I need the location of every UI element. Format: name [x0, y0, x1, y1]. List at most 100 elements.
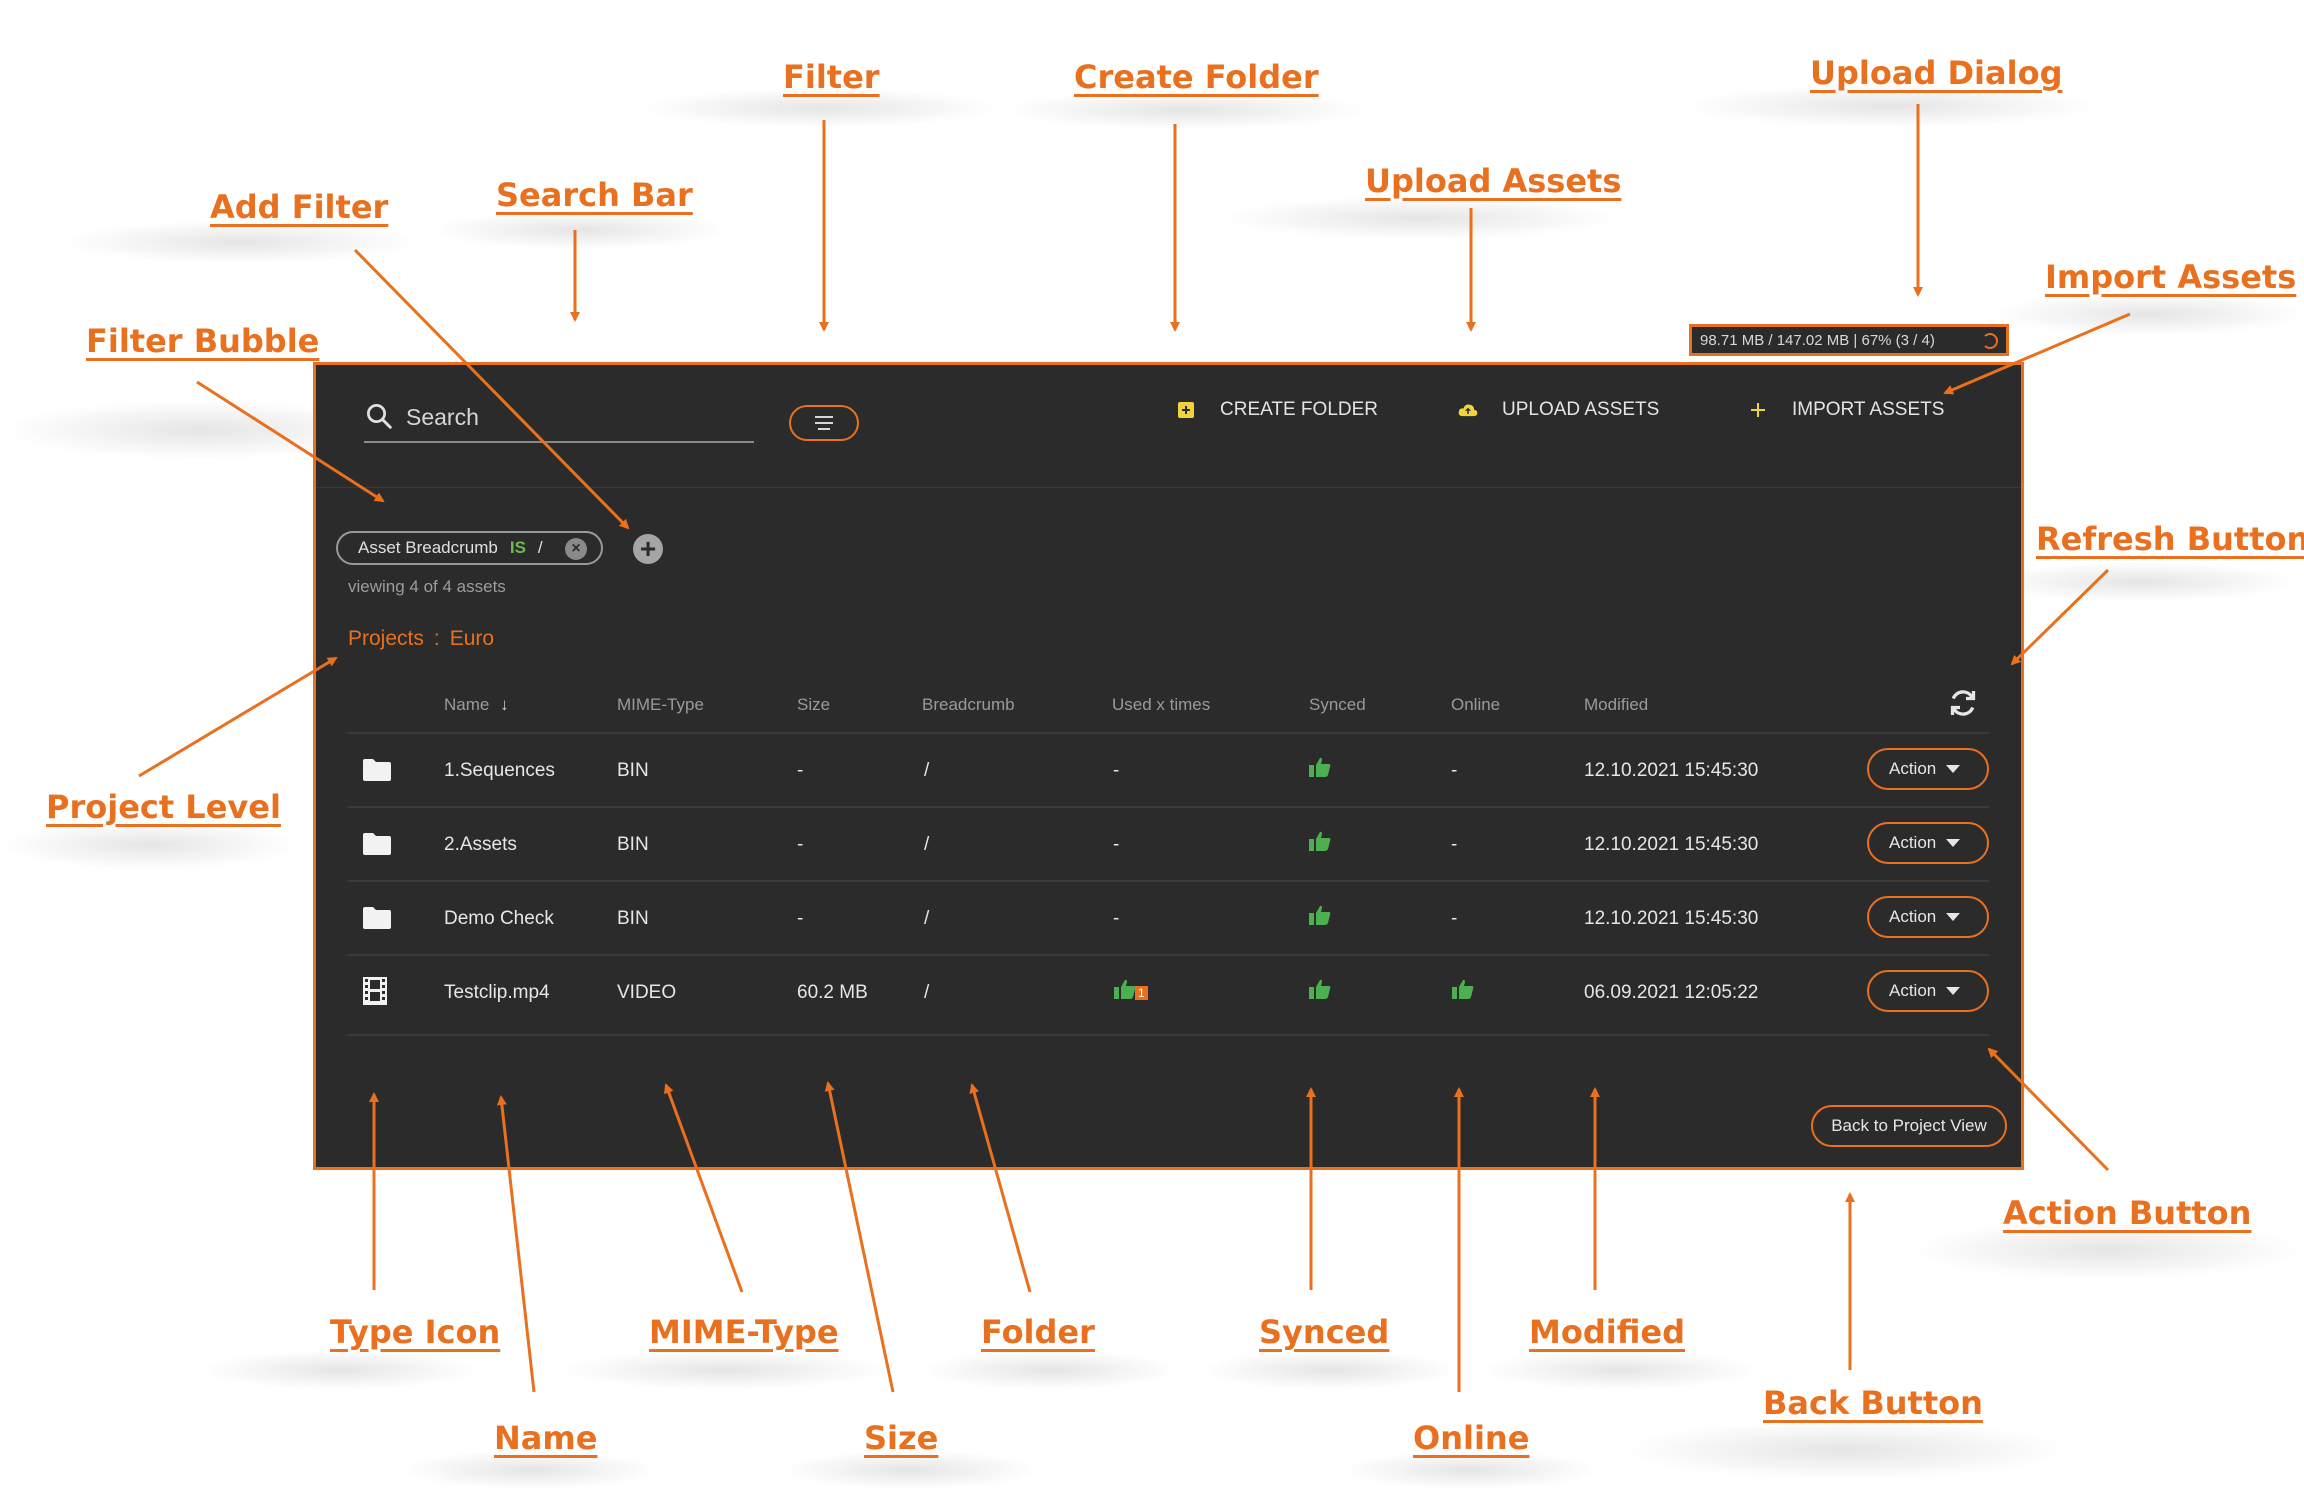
upload-status-text: 98.71 MB / 147.02 MB | 67% (3 / 4) [1700, 331, 1935, 349]
callout-synced: Synced [1259, 1313, 1390, 1351]
asset-used-count: - [1113, 760, 1120, 781]
plus-icon [1748, 400, 1768, 420]
callout-size: Size [864, 1419, 939, 1457]
synced-thumbs-up-icon [1308, 904, 1332, 932]
action-button[interactable]: Action [1867, 748, 1989, 790]
caret-down-icon [1946, 987, 1961, 995]
asset-used-count: 1 [1113, 978, 1148, 1006]
asset-breadcrumb: / [924, 760, 930, 781]
upload-dialog[interactable]: 98.71 MB / 147.02 MB | 67% (3 / 4) [1689, 324, 2009, 356]
caret-down-icon [1946, 839, 1961, 847]
header-name[interactable]: Name ↓ [444, 695, 509, 714]
asset-mime: VIDEO [617, 982, 677, 1003]
back-to-project-view-button[interactable]: Back to Project View [1811, 1105, 2007, 1147]
asset-modified: 12.10.2021 15:45:30 [1584, 834, 1759, 855]
asset-mime: BIN [617, 834, 649, 855]
caret-down-icon [1946, 913, 1961, 921]
online-thumbs-up-icon [1451, 978, 1475, 1006]
folder-icon [362, 758, 392, 788]
header-modified[interactable]: Modified [1584, 695, 1649, 714]
action-label: Action [1889, 759, 1937, 778]
callout-action-button: Action Button [2003, 1194, 2252, 1232]
action-button[interactable]: Action [1867, 896, 1989, 938]
asset-size: - [797, 760, 804, 781]
add-filter-button[interactable]: + [633, 534, 663, 564]
search-bar[interactable] [364, 391, 754, 443]
asset-breadcrumb: / [924, 834, 930, 855]
asset-browser-panel: CREATE FOLDER UPLOAD ASSETS IMPORT ASSET… [313, 362, 2024, 1170]
asset-online: - [1451, 760, 1458, 781]
create-folder-label: CREATE FOLDER [1220, 399, 1379, 420]
breadcrumb-separator: : [433, 627, 440, 650]
header-mime[interactable]: MIME-Type [617, 695, 704, 714]
action-button[interactable]: Action [1867, 822, 1989, 864]
header-breadcrumb[interactable]: Breadcrumb [922, 695, 1015, 714]
asset-mime: BIN [617, 760, 649, 781]
filter-button[interactable] [789, 405, 859, 441]
refresh-icon[interactable] [1945, 685, 1981, 721]
upload-assets-label: UPLOAD ASSETS [1502, 399, 1660, 420]
breadcrumb-current[interactable]: Euro [449, 627, 495, 650]
create-folder-icon [1176, 400, 1196, 420]
filter-icon [815, 414, 833, 432]
toolbar-divider [316, 487, 2021, 488]
callout-import-assets: Import Assets [2045, 258, 2297, 296]
header-online[interactable]: Online [1451, 695, 1501, 714]
table-bottom-border [348, 1034, 1989, 1036]
header-used[interactable]: Used x times [1112, 695, 1211, 714]
asset-modified: 06.09.2021 12:05:22 [1584, 982, 1759, 1003]
callout-add-filter: Add Filter [210, 188, 389, 226]
folder-icon [362, 906, 392, 936]
synced-thumbs-up-icon [1308, 830, 1332, 858]
callout-upload-assets: Upload Assets [1365, 162, 1622, 200]
asset-breadcrumb: / [924, 908, 930, 929]
callout-type-icon: Type Icon [330, 1313, 501, 1351]
callout-mime-type: MIME-Type [649, 1313, 839, 1351]
asset-name: Testclip.mp4 [444, 982, 550, 1003]
callout-search-bar: Search Bar [496, 176, 693, 214]
callout-online: Online [1413, 1419, 1530, 1457]
action-button[interactable]: Action [1867, 970, 1989, 1012]
filter-operator: IS [509, 538, 526, 557]
callout-upload-dialog: Upload Dialog [1810, 54, 2063, 92]
filter-bubble[interactable]: Asset Breadcrumb IS / × [336, 531, 603, 565]
asset-modified: 12.10.2021 15:45:30 [1584, 908, 1759, 929]
asset-size: - [797, 908, 804, 929]
folder-icon [362, 832, 392, 862]
remove-filter-icon[interactable]: × [565, 538, 587, 560]
sort-down-icon: ↓ [500, 695, 509, 714]
asset-mime: BIN [617, 908, 649, 929]
table-header: Name ↓ MIME-Type Size Breadcrumb Used x … [316, 685, 2021, 725]
cloud-upload-icon [1458, 400, 1478, 420]
asset-breadcrumb: / [924, 982, 930, 1003]
search-input[interactable] [404, 399, 748, 435]
callout-folder: Folder [981, 1313, 1095, 1351]
asset-online: - [1451, 908, 1458, 929]
action-label: Action [1889, 981, 1937, 1000]
header-size[interactable]: Size [797, 695, 831, 714]
callout-project-level: Project Level [46, 788, 281, 826]
action-label: Action [1889, 833, 1937, 852]
header-synced[interactable]: Synced [1309, 695, 1366, 714]
callout-filter: Filter [783, 58, 880, 96]
film-icon [362, 976, 388, 1012]
breadcrumb: Projects: Euro [348, 627, 494, 651]
callout-filter-bubble: Filter Bubble [86, 322, 320, 360]
asset-used-count: - [1113, 908, 1120, 929]
asset-modified: 12.10.2021 15:45:30 [1584, 760, 1759, 781]
upload-assets-button[interactable]: UPLOAD ASSETS [1458, 395, 1659, 425]
asset-count: viewing 4 of 4 assets [348, 577, 506, 596]
create-folder-button[interactable]: CREATE FOLDER [1176, 395, 1378, 425]
asset-size: - [797, 834, 804, 855]
import-assets-button[interactable]: IMPORT ASSETS [1748, 395, 1944, 425]
used-count-badge: 1 [1135, 986, 1148, 1000]
breadcrumb-root[interactable]: Projects [348, 627, 424, 650]
synced-thumbs-up-icon [1308, 756, 1332, 784]
import-assets-label: IMPORT ASSETS [1792, 399, 1945, 420]
search-icon [367, 404, 392, 429]
callout-modified: Modified [1529, 1313, 1686, 1351]
